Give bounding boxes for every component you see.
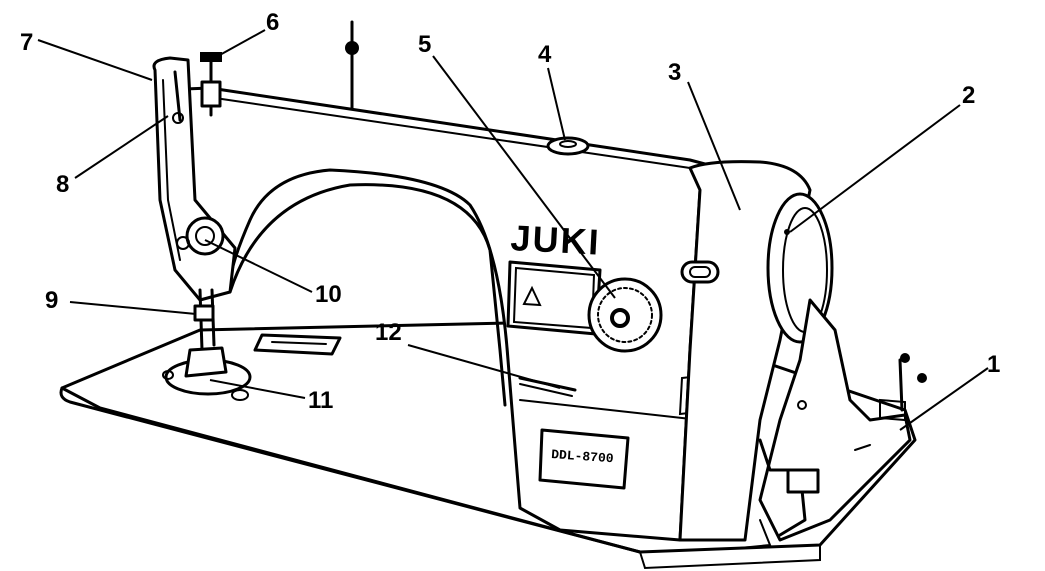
hinge-plate	[879, 398, 906, 422]
thread-tension-dial	[185, 216, 225, 256]
machine-arm	[158, 86, 722, 542]
leader-8	[74, 115, 169, 179]
leader-12	[407, 344, 561, 389]
callout-10: 10	[315, 281, 342, 308]
callout-6: 6	[266, 9, 279, 36]
stitch-length-dial-center	[610, 308, 630, 328]
arm-top-line	[214, 97, 691, 169]
leader-9	[69, 301, 197, 315]
leader-5	[432, 55, 616, 299]
reverse-feed-lever-edge	[519, 383, 573, 397]
callout-4: 4	[538, 41, 552, 68]
linkage-block	[786, 468, 820, 494]
hinge-knob-2	[917, 373, 927, 383]
callout-11: 11	[308, 387, 333, 414]
tension-post-body	[200, 80, 222, 108]
leader-10	[204, 239, 313, 293]
take-up-lever-eye	[172, 112, 184, 124]
handwheel-dot	[784, 229, 790, 235]
leader-4	[547, 67, 566, 141]
callout-9: 9	[45, 287, 58, 314]
thread-tension-post	[200, 52, 222, 62]
thread-take-up-lever	[173, 70, 182, 122]
callout-7: 7	[20, 29, 33, 56]
leader-11	[209, 379, 306, 399]
callout-8: 8	[56, 171, 69, 198]
thread-tension-knob	[176, 236, 190, 250]
rear-base-bracket	[758, 298, 912, 542]
linkage-foot	[739, 519, 772, 549]
stitch-length-dial	[587, 277, 663, 353]
spool-pin-top	[345, 41, 359, 55]
brand-logo: JUKI	[510, 217, 602, 263]
arm-throat-curve	[228, 183, 507, 407]
bed-screw-left	[162, 370, 174, 380]
leader-6	[217, 29, 266, 57]
leader-2	[789, 104, 961, 233]
face-plate-inner	[162, 79, 181, 261]
callout-3: 3	[668, 59, 681, 86]
needle-clamp	[193, 304, 215, 322]
callout-5: 5	[418, 31, 431, 58]
stitch-length-dial-scale	[597, 287, 653, 343]
arm-seam	[519, 399, 701, 421]
slide-plate	[253, 333, 342, 356]
slide-plate-line	[271, 341, 327, 345]
presser-foot	[184, 346, 228, 378]
callout-12: 12	[375, 319, 402, 346]
bed-side-edge	[639, 544, 821, 570]
model-plate	[538, 428, 630, 490]
hinge-mark	[854, 444, 871, 451]
callout-2: 2	[962, 82, 975, 109]
callout-1: 1	[987, 351, 1000, 378]
bobbin-winder-center	[559, 140, 577, 148]
warning-triangle-icon	[522, 285, 542, 307]
leader-1	[899, 367, 989, 431]
cover-oval-button	[680, 260, 720, 284]
bracket-hole	[797, 400, 807, 410]
leader-3	[687, 81, 741, 211]
leader-7	[37, 39, 153, 81]
model-plate-text: DDL-8700	[551, 447, 615, 466]
hinge-knob	[900, 353, 910, 363]
throat-plate-screw	[231, 389, 249, 401]
cover-oval-button-inner	[689, 266, 711, 278]
thread-tension-dial-inner	[195, 226, 215, 246]
bed-front-edge	[59, 386, 642, 554]
